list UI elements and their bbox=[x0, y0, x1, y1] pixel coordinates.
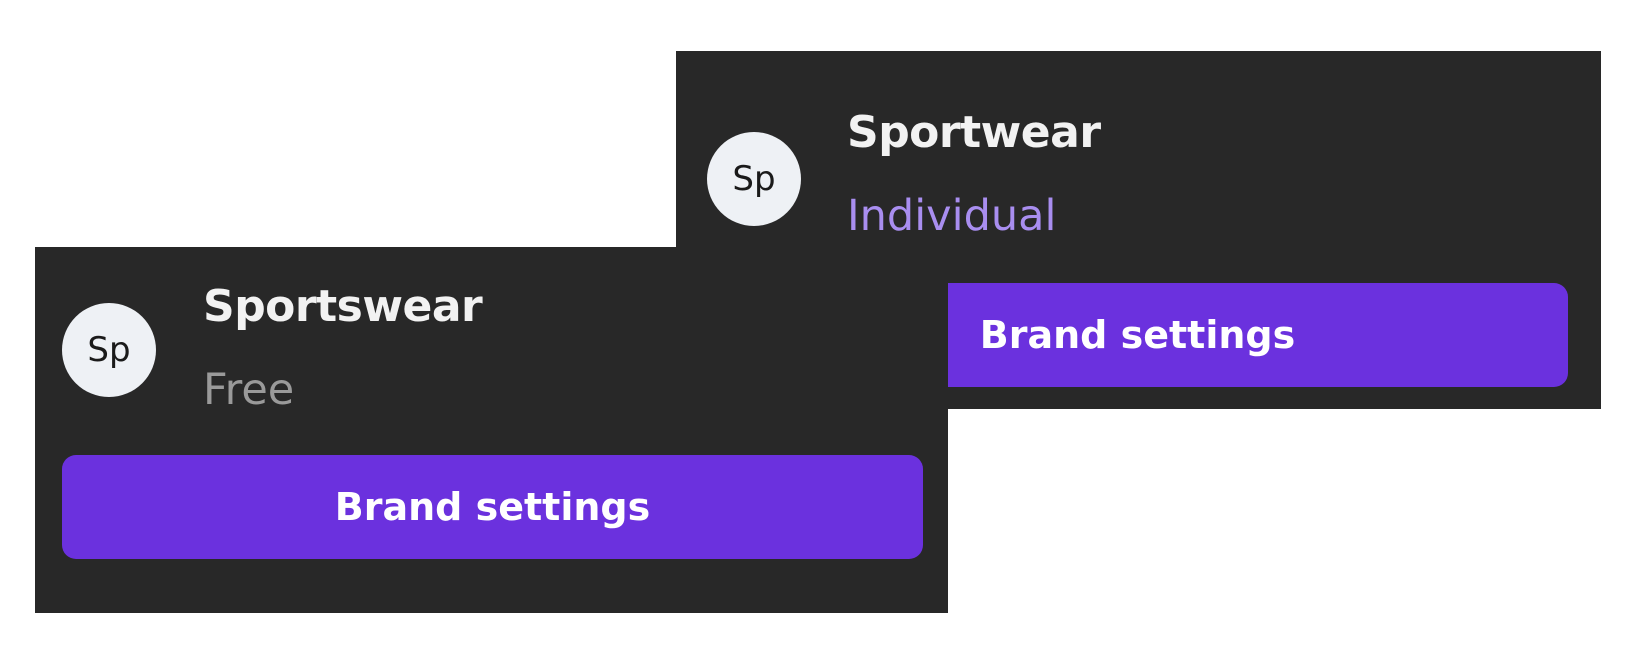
brand-avatar: Sp bbox=[62, 303, 156, 397]
brand-card-free: Sp Sportswear Free Brand settings bbox=[35, 247, 948, 613]
plan-label: Individual bbox=[847, 191, 1057, 241]
brand-settings-button[interactable]: Brand settings bbox=[62, 455, 923, 559]
plan-label: Free bbox=[203, 365, 295, 415]
brand-name: Sportwear bbox=[847, 107, 1101, 158]
brand-avatar: Sp bbox=[707, 132, 801, 226]
brand-name: Sportswear bbox=[203, 281, 483, 332]
